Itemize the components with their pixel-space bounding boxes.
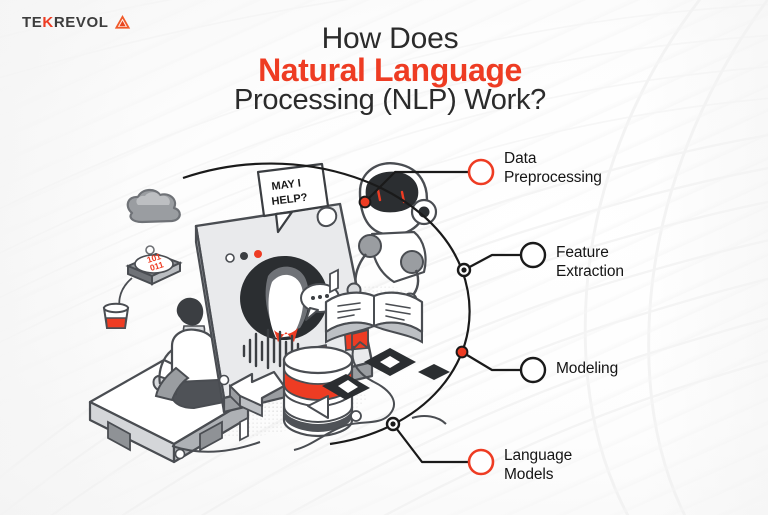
connector-modeling: [455, 345, 547, 384]
node-ring-4[interactable]: [467, 448, 495, 476]
speech-bubble-line-2: HELP?: [271, 192, 309, 208]
node-ring-1[interactable]: [467, 158, 495, 186]
cup-icon: [102, 302, 130, 329]
connector-language-models: [385, 416, 495, 476]
arc-node-dot-3[interactable]: [455, 345, 469, 359]
node-label-feature-extraction: Feature Extraction: [556, 244, 624, 280]
node-label-language-models: Language Models: [504, 447, 573, 483]
logo-text-part2: REVOL: [53, 13, 109, 31]
node-label-modeling: Modeling: [556, 360, 619, 377]
node-ring-2[interactable]: [519, 241, 547, 269]
brand-logo[interactable]: TEKREVOL: [22, 14, 131, 30]
speech-bubble-line-1: MAY I: [271, 177, 302, 192]
small-objects: [145, 245, 362, 460]
speech-bubble: MAY I HELP?: [256, 162, 330, 234]
triangle-icon: [114, 15, 130, 29]
diagram-arc-main: [182, 162, 471, 446]
arrow-shape: [228, 370, 286, 418]
play-diamond-shapes: [307, 348, 450, 419]
arc-node-core-2: [461, 267, 467, 273]
bench-platform: [88, 358, 250, 464]
node-label-data-preprocessing: Data Preprocessing: [504, 150, 602, 186]
title-line-1: How Does: [321, 22, 459, 55]
logo-text-part1: TE: [22, 13, 43, 31]
open-book: [324, 291, 424, 351]
arc-node-dot-1[interactable]: [358, 195, 372, 209]
page-title: How Does Natural Language Processing (NL…: [206, 22, 574, 116]
arc-node-core-4: [390, 421, 396, 427]
connector-data-preprocessing: [358, 158, 495, 209]
cloud-shape: [126, 188, 181, 224]
logo-text-k: K: [42, 13, 54, 31]
title-line-2-accent: Natural Language: [258, 51, 522, 88]
cable-wires: [171, 345, 447, 453]
logo-wordmark: TEKREVOL: [22, 15, 109, 30]
connector-feature-extraction: [456, 241, 547, 278]
binary-code-tag: 101 011: [118, 251, 183, 317]
title-line-3: Processing (NLP) Work?: [234, 83, 546, 116]
node-ring-3[interactable]: [519, 356, 547, 384]
svg-text:011: 011: [149, 259, 165, 273]
isometric-nlp-illustration: 101 011: [88, 162, 450, 464]
